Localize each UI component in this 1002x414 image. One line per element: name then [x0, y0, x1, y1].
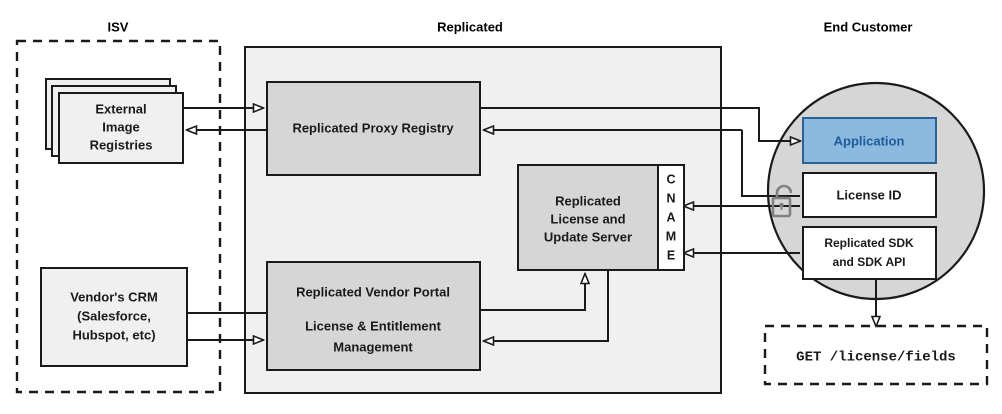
node-cname[interactable]: C N A M E — [657, 164, 685, 271]
node-replicated-license-update-server[interactable]: Replicated License and Update Server — [517, 164, 659, 271]
vendor-portal-label-line1: Replicated Vendor Portal — [296, 284, 450, 299]
replicated-vendor-portal-box — [266, 261, 481, 371]
node-replicated-sdk[interactable]: Replicated SDK and SDK API — [802, 226, 937, 280]
cname-letter-a: A — [666, 210, 675, 224]
api-call-label: GET /license/fields — [796, 350, 956, 366]
replicated-sdk-box — [802, 226, 937, 280]
cname-letter-n: N — [666, 191, 675, 205]
replicated-proxy-registry-box — [266, 81, 481, 176]
application-label: Application — [834, 133, 905, 148]
node-application[interactable]: Application — [802, 117, 937, 164]
open-padlock-icon — [771, 184, 793, 218]
cname-letter-c: C — [666, 172, 675, 186]
isv-zone-boundary — [15, 39, 222, 394]
api-call-boundary — [763, 324, 989, 386]
replicated-sdk-label-line1: Replicated SDK — [824, 236, 914, 250]
license-update-server-label-line1: Replicated — [555, 193, 621, 208]
vendor-portal-label-line3: Management — [333, 339, 413, 354]
zone-label-end-customer: End Customer — [824, 19, 913, 34]
external-image-registries-label-line2: Image — [102, 119, 140, 134]
license-update-server-label-line2: License and — [550, 211, 625, 226]
node-replicated-vendor-portal[interactable]: Replicated Vendor Portal License & Entit… — [266, 261, 481, 371]
node-vendors-crm[interactable]: Vendor's CRM (Salesforce, Hubspot, etc) — [40, 267, 188, 367]
vendors-crm-label-line2: (Salesforce, — [77, 308, 151, 323]
replicated-sdk-label-line2: and SDK API — [833, 255, 906, 269]
external-image-registries-label-line3: Registries — [90, 137, 153, 152]
connector-license-server-to-vendor-portal — [484, 270, 609, 341]
connector-vendor-portal-to-license-server — [480, 274, 585, 311]
padlock-shackle — [775, 184, 793, 198]
node-external-image-registries[interactable]: External Image Registries — [45, 78, 184, 164]
vendor-portal-label-line2: License & Entitlement — [305, 318, 441, 333]
padlock-body — [771, 196, 792, 218]
application-box — [802, 117, 937, 164]
cname-letter-m: M — [666, 229, 676, 243]
vendors-crm-box — [40, 267, 188, 367]
vendors-crm-label-line1: Vendor's CRM — [70, 289, 158, 304]
license-update-server-label-line3: Update Server — [544, 229, 632, 244]
connector-proxy-to-application — [480, 107, 800, 141]
node-replicated-proxy-registry[interactable]: Replicated Proxy Registry — [266, 81, 481, 176]
zone-label-isv: ISV — [108, 19, 129, 34]
connector-customer-to-proxy-riser — [741, 130, 800, 197]
replicated-proxy-registry-label: Replicated Proxy Registry — [292, 120, 454, 135]
padlock-keyhole-stem — [780, 205, 783, 210]
external-image-registries-label-line1: External — [95, 101, 146, 116]
license-id-label: License ID — [836, 187, 901, 202]
zone-label-replicated: Replicated — [437, 19, 503, 34]
external-image-registries-front — [58, 92, 184, 164]
node-api-call[interactable]: GET /license/fields — [763, 324, 989, 386]
license-id-box — [802, 172, 937, 218]
cname-box — [657, 164, 685, 271]
cname-letter-e: E — [667, 248, 675, 262]
node-license-id[interactable]: License ID — [802, 172, 937, 218]
vendors-crm-label-line3: Hubspot, etc) — [72, 327, 155, 342]
replicated-license-update-server-box — [517, 164, 659, 271]
